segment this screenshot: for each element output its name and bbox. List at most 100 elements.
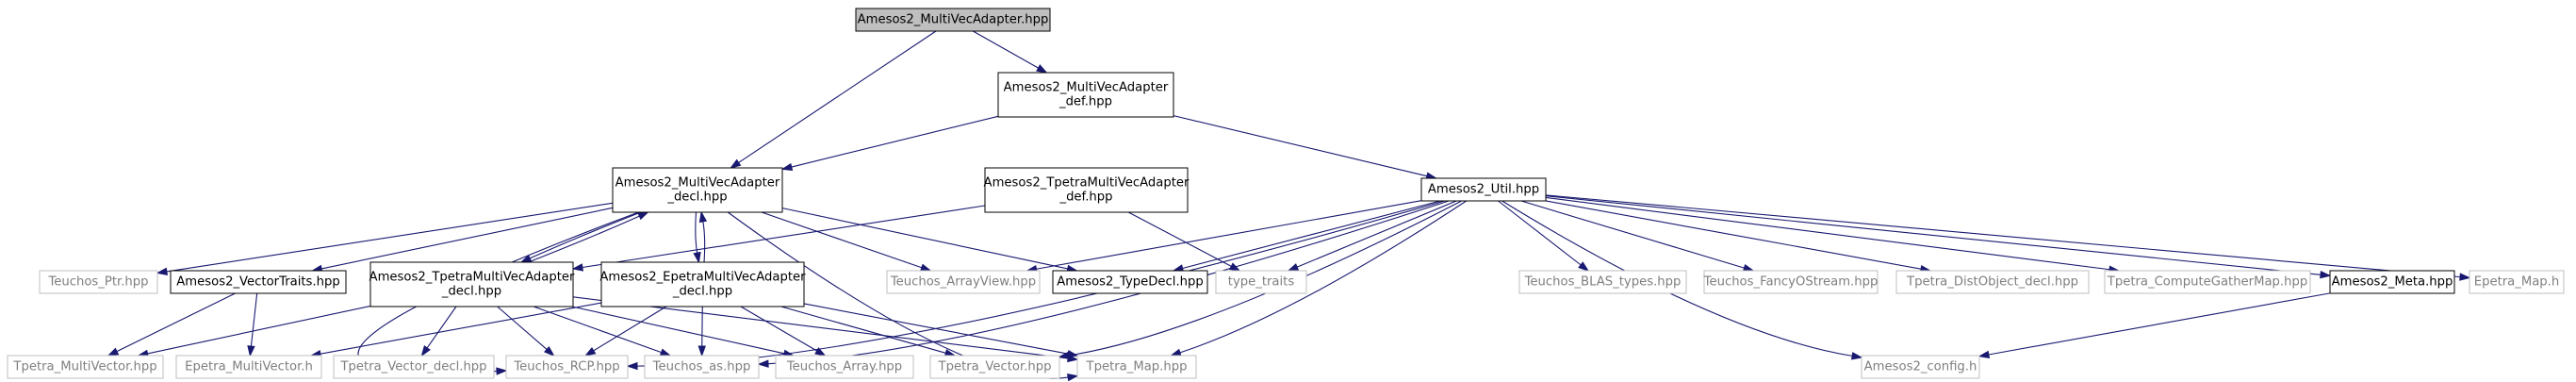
edge-line [1988,292,2331,356]
node-config[interactable]: Amesos2_config.h [1861,355,1980,379]
node-label: _def.hpp [1058,95,1112,109]
edge-util-to-config [1501,200,1863,360]
node-box [2104,270,2311,294]
arrowhead [757,359,769,368]
edge-line [702,221,706,263]
arrowhead [814,347,827,357]
arrowhead [693,251,701,264]
arrowhead [156,267,169,275]
edge-epetra_decl-to-tp_map [803,303,1079,358]
node-label: _decl.hpp [666,191,727,205]
node-tpetra-decl[interactable]: Amesos2_TpetraMultiVecAdapter_decl.hpp [369,261,575,307]
edge-decl-to-typedecl [781,208,1078,273]
node-rcp[interactable]: Teuchos_RCP.hpp [505,355,629,379]
node-label: Amesos2_VectorTraits.hpp [176,275,339,290]
edge-line [738,30,937,163]
edge-epetra_decl-to-decl [698,210,708,263]
edge-line [116,292,236,353]
node-box [1215,270,1307,294]
node-label: Tpetra_ComputeGatherMap.hpp [2107,275,2307,290]
arrowhead [1170,348,1182,357]
node-util[interactable]: Amesos2_Util.hpp [1420,177,1547,202]
edge-line [250,292,258,347]
edge-util-to-meta [1545,195,2332,279]
edge-line [426,306,457,349]
edge-decl-to-tpetra_decl [519,211,642,263]
arrowhead [571,263,584,272]
node-gathermap[interactable]: Tpetra_ComputeGatherMap.hpp [2104,270,2311,294]
node-fancy[interactable]: Teuchos_FancyOStream.hpp [1703,270,1879,294]
node-tp-vector[interactable]: Tpetra_Vector.hpp [929,355,1060,379]
node-as[interactable]: Teuchos_as.hpp [644,355,760,379]
node-decl[interactable]: Amesos2_MultiVecAdapter_decl.hpp [612,167,783,213]
node-tp-multivector[interactable]: Tpetra_MultiVector.hpp [7,355,164,379]
edge-line [1068,200,1462,357]
node-arrayview[interactable]: Teuchos_ArrayView.hpp [886,270,1041,294]
edge-util-to-typedecl [1172,200,1441,273]
node-box [775,355,914,379]
node-epetra-decl[interactable]: Amesos2_EpetraMultiVecAdapter_decl.hpp [599,261,806,307]
node-box [333,355,495,379]
node-label: Tpetra_DistObject_decl.hpp [1906,275,2078,290]
node-box [7,355,164,379]
node-tp-vector-decl[interactable]: Tpetra_Vector_decl.hpp [333,355,495,379]
edge-line [1501,200,1853,357]
node-label: Epetra_Map.h [2474,275,2559,290]
node-ep-multivector[interactable]: Epetra_MultiVector.h [175,355,322,379]
edge-line [572,296,1069,359]
node-box [1076,355,1197,379]
node-box [1703,270,1879,294]
node-box [369,261,574,307]
node-array[interactable]: Teuchos_Array.hpp [775,355,914,379]
node-distobject[interactable]: Tpetra_DistObject_decl.hpp [1895,270,2090,294]
edge-vector_traits-to-tp_multivector [107,292,236,357]
arrowhead [780,162,794,172]
node-vector-traits[interactable]: Amesos2_VectorTraits.hpp [170,270,347,294]
edge-vector_traits-to-ep_multivector [247,292,258,357]
edge-epetra_decl-to-tp_vector [780,306,957,357]
arrowhead [107,347,120,357]
arrowhead [730,158,742,169]
edge-line [1520,200,1745,269]
node-blas-types[interactable]: Teuchos_BLAS_types.hpp [1518,270,1687,294]
edge-line [973,30,1039,69]
edge-line [320,302,602,355]
edge-line [1173,115,1428,177]
node-label: Amesos2_TypeDecl.hpp [1057,275,1204,290]
node-epetra-map[interactable]: Epetra_Map.h [2469,270,2565,294]
arrowhead [1066,373,1079,382]
nodes: Amesos2_MultiVecAdapter.hppAmesos2_Multi… [7,8,2565,379]
arrowhead [2459,273,2471,281]
arrowhead [1850,352,1863,360]
node-root[interactable]: Amesos2_MultiVecAdapter.hpp [855,8,1051,32]
node-tpetra-def[interactable]: Amesos2_TpetraMultiVecAdapter_def.hpp [984,167,1190,213]
node-teuchos-ptr[interactable]: Teuchos_Ptr.hpp [39,270,158,294]
edge-util-to-distobject [1545,200,1932,274]
edge-line [1182,200,1441,270]
node-box [855,8,1051,32]
node-label: Amesos2_MultiVecAdapter [1004,81,1169,95]
node-type-traits[interactable]: type_traits [1215,270,1307,294]
node-label: Teuchos_FancyOStream.hpp [1703,275,1879,290]
node-box [929,355,1060,379]
edge-line [1498,200,1582,266]
edge-root-to-decl [730,30,937,169]
edge-line [593,306,667,352]
node-label: Amesos2_MultiVecAdapter.hpp [858,13,1049,27]
node-typedecl[interactable]: Amesos2_TypeDecl.hpp [1052,270,1208,294]
edge-tpetra_decl-to-rcp [497,306,555,357]
node-label: Amesos2_MultiVecAdapter [615,176,780,191]
node-box [1895,270,2090,294]
node-meta[interactable]: Amesos2_Meta.hpp [2329,270,2455,294]
edge-line [533,306,662,354]
node-box [886,270,1041,294]
node-def[interactable]: Amesos2_MultiVecAdapter_def.hpp [997,72,1174,118]
edge-line [780,306,946,354]
edge-line [803,303,1069,355]
node-label: Amesos2_TpetraMultiVecAdapter [369,271,575,285]
node-tp-map[interactable]: Tpetra_Map.hpp [1076,355,1197,379]
edge-line [1127,211,1232,267]
edge-line [147,305,371,355]
node-label: _def.hpp [1058,191,1112,205]
node-label: Tpetra_MultiVector.hpp [12,360,156,374]
